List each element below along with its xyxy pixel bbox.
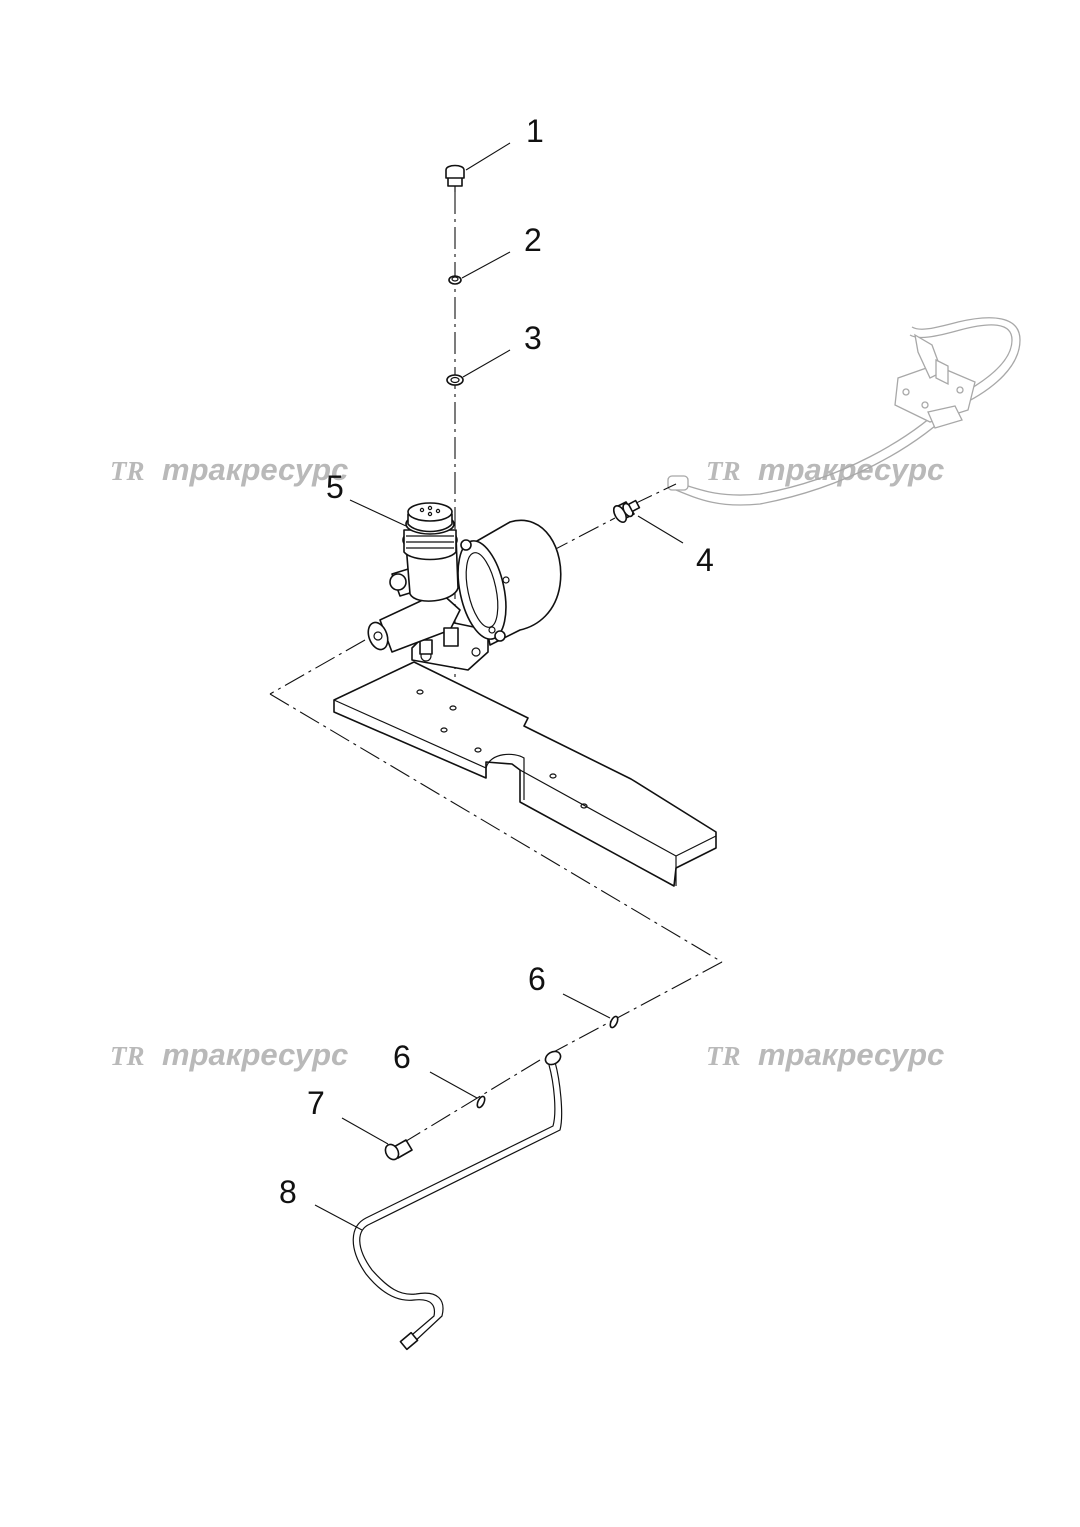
watermark-logo: TR [706, 1041, 741, 1071]
watermark-logo: TR [110, 456, 145, 486]
part-1-bolt [445, 164, 465, 192]
watermark-text: тракресурс [758, 452, 944, 487]
part-6-seal-upper [609, 1015, 619, 1029]
part-6-seal-lower [476, 1095, 486, 1109]
callout-4: 4 [696, 542, 714, 578]
callout-6-lower: 6 [393, 1039, 411, 1075]
callout-2: 2 [524, 222, 542, 258]
watermark-text: тракресурс [162, 1037, 348, 1072]
part-7-bolt [384, 1139, 413, 1161]
hydraulic-unit [367, 502, 562, 671]
watermark-bottom-right: TR тракресурс [706, 1037, 944, 1072]
callout-6-upper: 6 [528, 961, 546, 997]
watermark-top-right: TR тракресурс [706, 452, 944, 487]
callout-3: 3 [524, 320, 542, 356]
part-8-tube [352, 1050, 563, 1351]
watermark-text: тракресурс [162, 452, 348, 487]
watermark-text: тракресурс [758, 1037, 944, 1072]
part-4-fitting [612, 499, 641, 523]
watermark-top-left: TR тракресурс [110, 452, 348, 487]
watermark-bottom-left: TR тракресурс [110, 1037, 348, 1072]
callout-7: 7 [307, 1085, 325, 1121]
callout-5: 5 [326, 469, 344, 505]
leader-lines [314, 142, 684, 1231]
base-plate [333, 661, 717, 887]
watermark-logo: TR [706, 456, 741, 486]
part-2-washer [448, 275, 462, 285]
callout-8: 8 [279, 1174, 297, 1210]
callout-labels: 1 2 3 4 5 6 6 7 8 [279, 113, 714, 1210]
callout-1: 1 [526, 113, 544, 149]
watermark-logo: TR [110, 1041, 145, 1071]
part-3-ring [446, 374, 464, 386]
ghost-pedal-assembly [667, 317, 1021, 506]
assembly-axes [269, 192, 723, 1147]
